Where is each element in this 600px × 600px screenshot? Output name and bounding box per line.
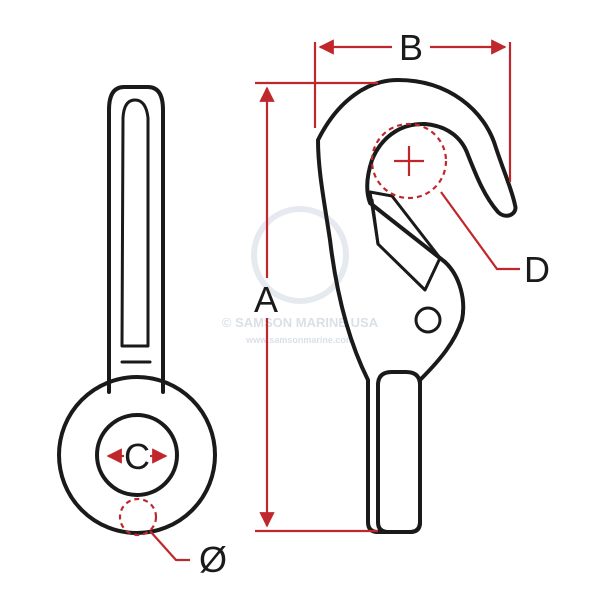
side-view-eye-outer [57, 375, 217, 535]
hook-pivot-pin [414, 306, 442, 334]
hook-view [316, 78, 518, 534]
label-d: D [524, 249, 550, 290]
diameter-leader [149, 530, 190, 562]
dimension-diameter: Ø [118, 497, 227, 580]
dimension-b: B [313, 27, 512, 182]
watermark: © SAMSON MARINE USA www.samsonmarine.com [222, 206, 379, 345]
hook-gate [368, 190, 442, 292]
hook-gate-edge [370, 198, 380, 246]
side-view-shank [107, 85, 165, 394]
hook-shank [376, 370, 422, 534]
watermark-logo-icon [251, 206, 349, 304]
diameter-circle [118, 497, 158, 537]
dimension-a: A [254, 81, 378, 533]
d-leader [440, 191, 520, 271]
label-diameter: Ø [199, 539, 227, 580]
dimension-c: C [106, 436, 168, 477]
label-a: A [254, 279, 278, 320]
label-c: C [124, 436, 150, 477]
watermark-line1: © SAMSON MARINE USA [222, 315, 379, 330]
label-b: B [399, 27, 423, 68]
side-view-slot [120, 98, 150, 348]
throat-circle [370, 122, 448, 200]
side-view-eye-inner [95, 413, 179, 497]
dimension-d: D [370, 122, 550, 290]
watermark-line2: www.samsonmarine.com [245, 335, 354, 345]
hook-body [316, 78, 518, 534]
side-view [57, 85, 217, 535]
